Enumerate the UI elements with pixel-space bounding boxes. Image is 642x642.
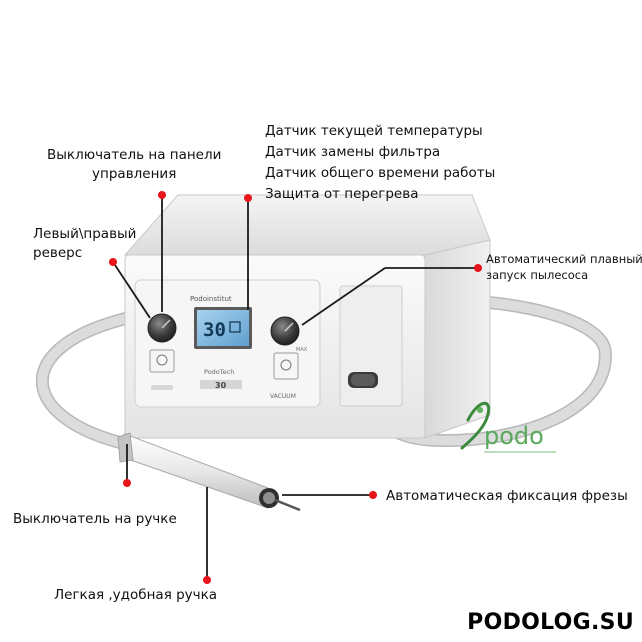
hose-connector [348,372,378,388]
lcd-value: 30 [203,319,226,341]
reverse-line2: реверс [33,245,83,261]
sensor-item: Датчик общего времени работы [265,165,496,181]
lcd-display: 30 Podoinstitut PodoTech 30 [190,295,252,390]
vacuum-start-label: Автоматический плавный запуск пылесоса [486,251,642,283]
sensor-list: Датчик текущей температуры Датчик замены… [265,121,495,205]
vacuum-knob[interactable] [270,316,300,346]
callout-markers [109,191,482,584]
vacuum-line1: Автоматический плавный [486,252,642,266]
sensor-item: Датчик текущей температуры [265,123,483,139]
sensor-item: Защита от перегрева [265,186,419,202]
vacuum-icon [273,352,299,380]
sensor-item: Датчик замены фильтра [265,144,441,160]
reverse-line1: Левый\правый [33,226,137,242]
control-unit [123,194,491,439]
brand-text: Podoinstitut [190,295,232,303]
podo-logo: podo [460,402,556,453]
bur-fix-label: Автоматическая фиксация фрезы [386,488,628,504]
handpiece [117,432,301,512]
model-name: PodoTech [204,368,234,376]
reverse-icon [149,349,175,390]
panel-switch-line1: Выключатель на панели [47,147,222,163]
logo-text: podo [484,422,544,450]
watermark: PODOLOG.SU [467,610,634,635]
panel-switch-line2: управления [92,166,177,182]
handle-label: Легкая ,удобная ручка [54,587,218,603]
reverse-knob[interactable] [147,313,177,343]
handle-switch-label: Выключатель на ручке [13,511,177,527]
vacuum-line2: запуск пылесоса [486,268,589,282]
model-number: 30 [215,381,227,390]
reverse-label: Левый\правый реверс [33,225,136,263]
leader-lines [112,195,478,578]
vacuum-label: VACUUM [270,393,296,400]
max-label: MAX [296,347,308,353]
panel-switch-label: Выключатель на панели управления [47,146,221,184]
